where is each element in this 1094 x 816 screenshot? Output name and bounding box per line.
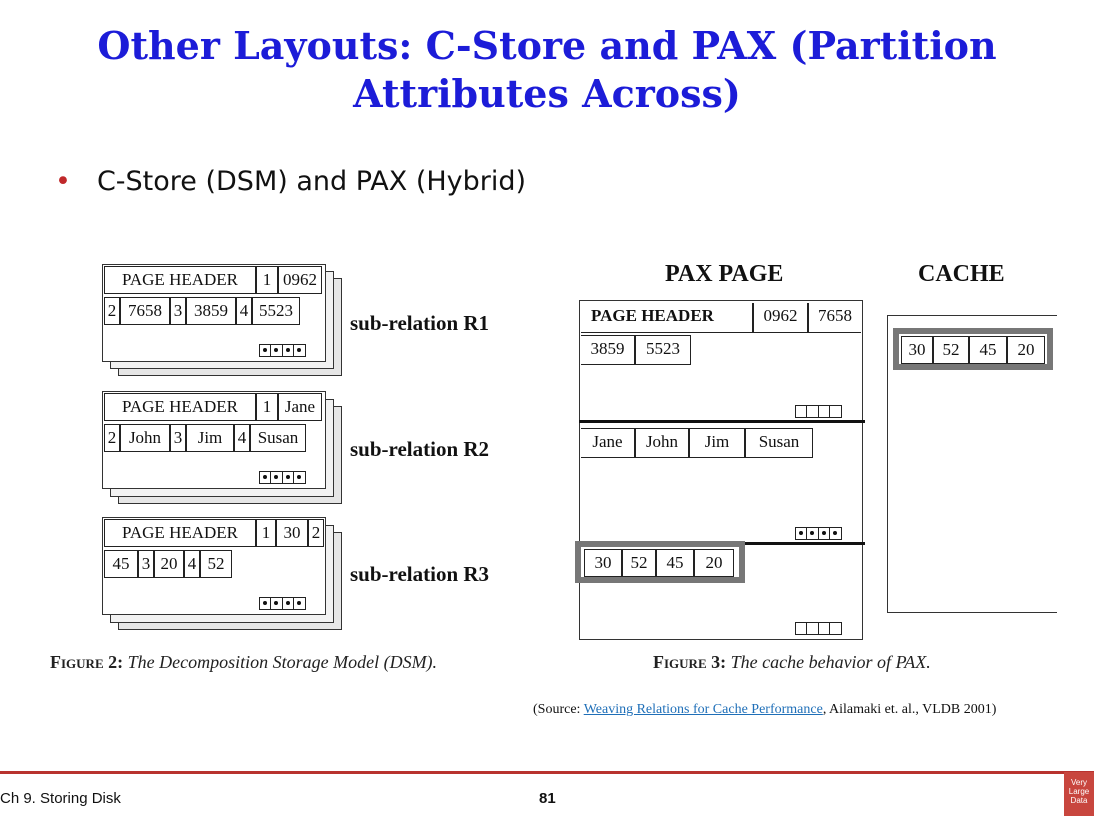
cell: 3859 [581, 335, 635, 365]
cell: 3859 [186, 297, 236, 325]
cell: 0962 [753, 303, 808, 333]
logo-text: Very [1070, 778, 1087, 787]
minipage-presence-bits [794, 527, 842, 540]
figure-3-caption: Figure 3: The cache behavior of PAX. [653, 652, 931, 673]
slot-pointer-array [258, 471, 306, 484]
minipage-divider [579, 420, 865, 423]
source-link[interactable]: Weaving Relations for Cache Performance [583, 702, 823, 717]
cell: Susan [745, 428, 813, 458]
cell: 7658 [120, 297, 170, 325]
cell: 1 [256, 266, 278, 294]
slot-pointer-array [258, 597, 306, 610]
page-header-cell: PAGE HEADER [104, 266, 256, 294]
title-line-2: Attributes Across) [353, 71, 741, 116]
cell: 7658 [808, 303, 861, 333]
cell: 30 [584, 549, 622, 577]
cell: 45 [656, 549, 694, 577]
sub-relation-label: sub-relation R2 [350, 437, 490, 461]
caption-prefix: Figure 3: [653, 652, 727, 672]
page-header-cell: PAGE HEADER [581, 303, 753, 333]
cell: 20 [1007, 336, 1045, 364]
cell: 2 [308, 519, 324, 547]
cell: 20 [154, 550, 184, 578]
source-rest: , Ailamaki et. al., VLDB 2001) [822, 702, 997, 717]
title-line-1: Other Layouts: C-Store and PAX (Partitio… [97, 23, 997, 68]
caption-text: The cache behavior of PAX. [730, 652, 931, 672]
cell: Jane [278, 393, 322, 421]
vldb-logo: Very Large Data [1064, 772, 1094, 816]
slide-title: Other Layouts: C-Store and PAX (Partitio… [0, 22, 1094, 118]
cell: 5523 [635, 335, 691, 365]
cell: 4 [236, 297, 252, 325]
cell: 3 [170, 424, 186, 452]
cell: 4 [234, 424, 250, 452]
cell: 5523 [252, 297, 300, 325]
cell: 52 [622, 549, 656, 577]
cell: 30 [276, 519, 308, 547]
cell: 0962 [278, 266, 322, 294]
pax-heading: PAX PAGE [665, 261, 784, 287]
bullet-text: C-Store (DSM) and PAX (Hybrid) [96, 166, 527, 197]
cell: John [635, 428, 689, 458]
cell: Jim [689, 428, 745, 458]
cell: 52 [933, 336, 969, 364]
sub-relation-label: sub-relation R3 [350, 562, 490, 586]
bullet-dot-icon: • [55, 166, 71, 197]
cell: 3 [170, 297, 186, 325]
cell: Jim [186, 424, 234, 452]
minipage-presence-bits [794, 622, 842, 635]
figure-2-caption: Figure 2: The Decomposition Storage Mode… [50, 652, 437, 673]
cell: 3 [138, 550, 154, 578]
cell: 20 [694, 549, 734, 577]
cell: 52 [200, 550, 232, 578]
page-number: 81 [539, 790, 556, 807]
source-citation: (Source: Weaving Relations for Cache Per… [533, 702, 996, 718]
cell: 2 [104, 297, 120, 325]
caption-text: The Decomposition Storage Model (DSM). [127, 652, 438, 672]
cell: 30 [901, 336, 933, 364]
cell: 45 [104, 550, 138, 578]
cell: 1 [256, 393, 278, 421]
logo-text: Large [1068, 787, 1090, 796]
cell: John [120, 424, 170, 452]
cache-box [887, 315, 1057, 613]
slot-pointer-array [258, 344, 306, 357]
logo-text: Data [1070, 796, 1088, 805]
footer-divider [0, 771, 1094, 774]
page-header-cell: PAGE HEADER [104, 393, 256, 421]
cell: 4 [184, 550, 200, 578]
page-header-cell: PAGE HEADER [104, 519, 256, 547]
cell: 1 [256, 519, 276, 547]
cell: 2 [104, 424, 120, 452]
minipage-presence-bits [794, 405, 842, 418]
cell: Jane [581, 428, 635, 458]
cell: Susan [250, 424, 306, 452]
sub-relation-label: sub-relation R1 [350, 311, 490, 335]
footer-chapter: Ch 9. Storing Disk [0, 790, 121, 807]
bullet-item: • C-Store (DSM) and PAX (Hybrid) [55, 166, 526, 197]
caption-prefix: Figure 2: [50, 652, 124, 672]
cell: 45 [969, 336, 1007, 364]
source-open: (Source: [533, 702, 584, 717]
cache-heading: CACHE [918, 261, 1005, 287]
